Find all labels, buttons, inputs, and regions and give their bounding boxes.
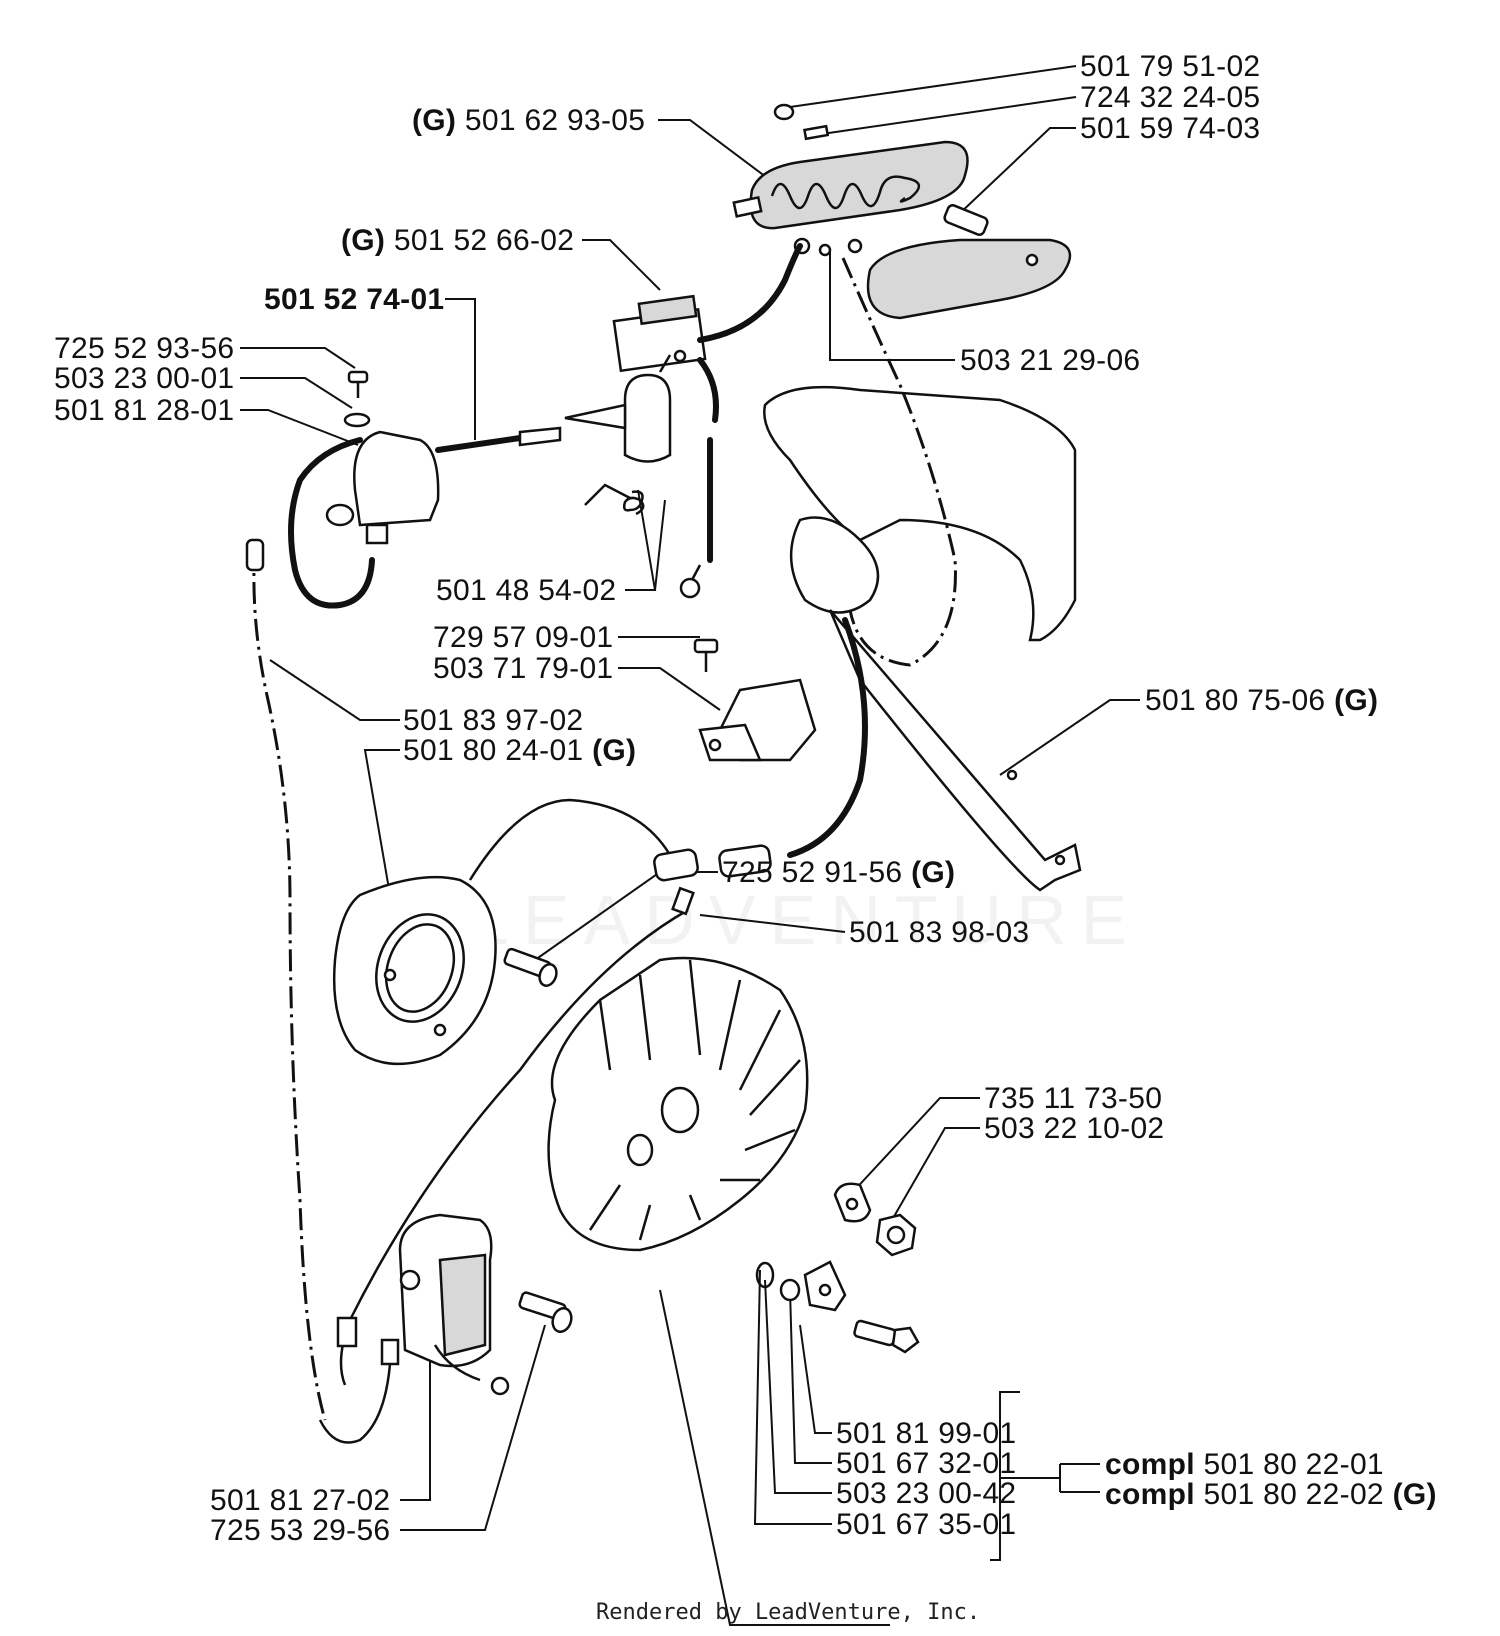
heating-element-cover: [732, 103, 969, 230]
module-screw: [518, 1291, 573, 1333]
part-label-724-32-24-05: 724 32 24-05: [1080, 81, 1261, 114]
part-label-503-71-79-01: 503 71 79-01: [433, 652, 614, 685]
spacer-tube: [943, 204, 989, 236]
handle-bar: [763, 385, 1082, 892]
part-label-501-52-66-02: (G) 501 52 66-02: [341, 224, 575, 257]
part-label-501-67-32-01: 501 67 32-01: [836, 1447, 1017, 1480]
part-label-725-52-91-56: 725 52 91-56 (G): [722, 856, 956, 889]
pawl: [803, 1260, 847, 1312]
part-label-725-52-93-56: 725 52 93-56: [54, 332, 235, 365]
part-label-503-23-00-01: 503 23 00-01: [54, 362, 235, 395]
part-label-501-52-74-01: 501 52 74-01: [264, 283, 445, 316]
generator-coil: [332, 875, 497, 1066]
part-label-725-53-29-56: 725 53 29-56: [210, 1514, 391, 1547]
nut: [875, 1213, 917, 1257]
handle-cover-plate: [866, 238, 1072, 320]
spring-washer: [755, 1261, 801, 1302]
switch-module: [612, 294, 707, 373]
part-label-compl-501-80-22-02: compl 501 80 22-02 (G): [1105, 1478, 1437, 1511]
screw-and-cable-lugs: [793, 237, 863, 257]
part-label-503-21-29-06: 503 21 29-06: [960, 344, 1141, 377]
part-label-501-80-24-01: 501 80 24-01 (G): [403, 734, 637, 767]
coil-screw-2: [503, 947, 558, 987]
watermark-text: LEADVENTURE: [470, 881, 1142, 959]
part-label-501-83-97-02: 501 83 97-02: [403, 704, 584, 737]
flywheel: [547, 956, 809, 1252]
leader-lines: [240, 65, 1140, 1626]
part-label-729-57-09-01: 729 57 09-01: [433, 621, 614, 654]
part-label-501-83-98-03: 501 83 98-03: [849, 916, 1030, 949]
part-label-503-23-00-42: 503 23 00-42: [836, 1477, 1017, 1510]
part-label-501-81-28-01: 501 81 28-01: [54, 394, 235, 427]
pawl-screw: [853, 1319, 920, 1354]
part-label-501-67-35-01: 501 67 35-01: [836, 1508, 1017, 1541]
part-label-501-79-51-02: 501 79 51-02: [1080, 50, 1261, 83]
washer: [833, 1182, 872, 1223]
part-label-501-81-27-02: 501 81 27-02: [210, 1484, 391, 1517]
ignition-coil: [325, 430, 440, 545]
footer-credit: Rendered by LeadVenture, Inc.: [596, 1600, 981, 1625]
part-label-501-81-99-01: 501 81 99-01: [836, 1417, 1017, 1450]
part-label-501-80-75-06: 501 80 75-06 (G): [1145, 684, 1379, 717]
stop-switch: [693, 638, 817, 762]
part-label-503-22-10-02: 503 22 10-02: [984, 1112, 1165, 1145]
coil-screw: [343, 370, 371, 428]
part-label-735-11-73-50: 735 11 73-50: [984, 1082, 1163, 1115]
part-label-compl-501-80-22-01: compl 501 80 22-01: [1105, 1448, 1384, 1481]
spring-clip: [584, 483, 645, 516]
ignition-module: [398, 1213, 510, 1396]
part-label-501-62-93-05: (G) 501 62 93-05: [412, 104, 646, 137]
capacitor: [564, 373, 672, 463]
part-label-501-59-74-03: 501 59 74-03: [1080, 112, 1261, 145]
part-label-501-48-54-02: 501 48 54-02: [436, 574, 617, 607]
